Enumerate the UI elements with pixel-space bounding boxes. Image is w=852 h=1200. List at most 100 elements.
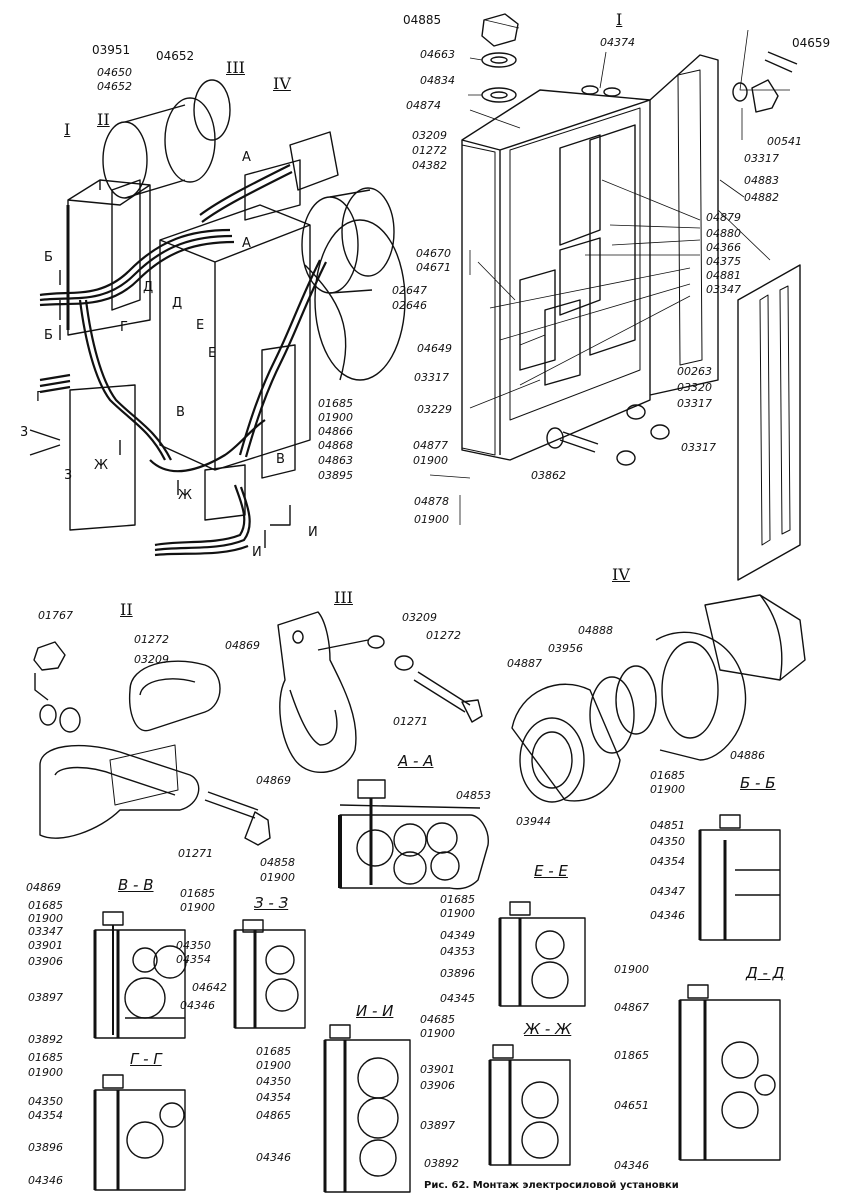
section-mark: Е bbox=[196, 318, 205, 333]
part-label: 04663 bbox=[420, 48, 455, 61]
part-label: 04887 bbox=[507, 657, 542, 670]
part-label: 03317 bbox=[414, 371, 449, 384]
part-label: 03317 bbox=[677, 397, 712, 410]
figure-caption: Рис. 62. Монтаж электросиловой установки bbox=[424, 1180, 679, 1191]
part-label: 04885 bbox=[403, 13, 442, 27]
section-mark: А bbox=[242, 236, 251, 251]
part-label: 03892 bbox=[28, 1033, 63, 1046]
part-label: 04874 bbox=[406, 99, 441, 112]
part-label: 01900 bbox=[318, 411, 353, 424]
part-label: 04670 bbox=[416, 247, 451, 260]
section-title: Б - Б bbox=[740, 774, 776, 792]
part-label: 04866 bbox=[318, 425, 353, 438]
view-i-title: I bbox=[616, 10, 623, 29]
part-label: 04879 bbox=[706, 211, 741, 224]
part-label: 01272 bbox=[426, 629, 461, 642]
part-label: 04878 bbox=[414, 495, 449, 508]
part-label: 04375 bbox=[706, 255, 741, 268]
section-title: В - В bbox=[118, 876, 154, 894]
part-label: 04346 bbox=[256, 1151, 291, 1164]
section-mark: 3 bbox=[64, 468, 73, 483]
part-label: 04346 bbox=[650, 909, 685, 922]
part-label: 04867 bbox=[614, 1001, 649, 1014]
part-label: 02646 bbox=[392, 299, 427, 312]
part-label: 01767 bbox=[38, 609, 73, 622]
part-label: 04350 bbox=[28, 1095, 63, 1108]
part-label: 04834 bbox=[420, 74, 455, 87]
view-iii-title: III bbox=[334, 588, 353, 607]
part-label: 04345 bbox=[440, 992, 475, 1005]
part-label: 03896 bbox=[28, 1141, 63, 1154]
part-label: 04869 bbox=[225, 639, 260, 652]
part-label: 04353 bbox=[440, 945, 475, 958]
section-mark: Г bbox=[120, 320, 128, 335]
part-label: 04877 bbox=[413, 439, 448, 452]
part-label: 04346 bbox=[180, 999, 215, 1012]
part-label: 01685 bbox=[180, 887, 215, 900]
part-label: 04354 bbox=[176, 953, 211, 966]
part-label: 04671 bbox=[416, 261, 451, 274]
section-title: З - З bbox=[254, 894, 289, 912]
part-label: 00263 bbox=[677, 365, 712, 378]
section-mark: Д bbox=[143, 280, 154, 295]
part-label: 04888 bbox=[578, 624, 613, 637]
part-label: 04881 bbox=[706, 269, 741, 282]
section-title: А - А bbox=[398, 752, 434, 770]
callout-ii: II bbox=[97, 110, 110, 129]
part-label: 01900 bbox=[414, 513, 449, 526]
part-label: 03320 bbox=[677, 381, 712, 394]
part-label: 04651 bbox=[614, 1099, 649, 1112]
part-label: 04346 bbox=[28, 1174, 63, 1187]
callout-iv: IV bbox=[273, 74, 291, 93]
part-label: 00541 bbox=[767, 135, 802, 148]
part-label: 01685 bbox=[28, 899, 63, 912]
part-label: 04865 bbox=[256, 1109, 291, 1122]
part-label: 04350 bbox=[176, 939, 211, 952]
section-mark: И bbox=[308, 525, 318, 540]
part-label: 03317 bbox=[744, 152, 779, 165]
part-label: 03347 bbox=[28, 925, 63, 938]
section-title: Ж - Ж bbox=[524, 1020, 572, 1038]
view-ii-title: II bbox=[120, 600, 133, 619]
part-label: 03209 bbox=[412, 129, 447, 142]
section-mark: А bbox=[242, 150, 251, 165]
part-label: 04853 bbox=[456, 789, 491, 802]
part-label: 01900 bbox=[28, 1066, 63, 1079]
section-title: Г - Г bbox=[130, 1050, 162, 1068]
section-title: Д - Д bbox=[746, 964, 785, 982]
part-label: 01272 bbox=[134, 633, 169, 646]
section-mark: 3 bbox=[20, 425, 29, 440]
part-label: 01900 bbox=[260, 871, 295, 884]
part-label: 04880 bbox=[706, 227, 741, 240]
part-label: 04374 bbox=[600, 36, 635, 49]
part-label: 01900 bbox=[440, 907, 475, 920]
section-title: Е - Е bbox=[534, 862, 568, 880]
part-label: 04642 bbox=[192, 981, 227, 994]
part-label: 01685 bbox=[28, 1051, 63, 1064]
part-label: 01272 bbox=[412, 144, 447, 157]
part-label: 03209 bbox=[402, 611, 437, 624]
part-label: 03317 bbox=[681, 441, 716, 454]
part-label: 03897 bbox=[420, 1119, 455, 1132]
part-label: 03901 bbox=[420, 1063, 455, 1076]
section-mark: Ж bbox=[178, 488, 193, 503]
part-label: 03897 bbox=[28, 991, 63, 1004]
callout-iii: III bbox=[226, 58, 245, 77]
part-label: 04354 bbox=[256, 1091, 291, 1104]
part-label: 04349 bbox=[440, 929, 475, 942]
part-label: 04868 bbox=[318, 439, 353, 452]
section-mark: В bbox=[276, 452, 285, 467]
part-label: 04659 bbox=[792, 36, 831, 50]
part-label: 04649 bbox=[417, 342, 452, 355]
part-label: 01685 bbox=[650, 769, 685, 782]
part-label: 04650 bbox=[97, 66, 132, 79]
part-label: 03892 bbox=[424, 1157, 459, 1170]
view-ii-clamp bbox=[33, 641, 271, 846]
section-mark: Б bbox=[44, 250, 53, 265]
part-label: 03901 bbox=[28, 939, 63, 952]
view-iii-clamp bbox=[277, 611, 483, 774]
part-label: 01271 bbox=[393, 715, 428, 728]
section-mark: И bbox=[252, 545, 262, 560]
part-label: 01900 bbox=[420, 1027, 455, 1040]
view-iv-title: IV bbox=[612, 565, 630, 584]
